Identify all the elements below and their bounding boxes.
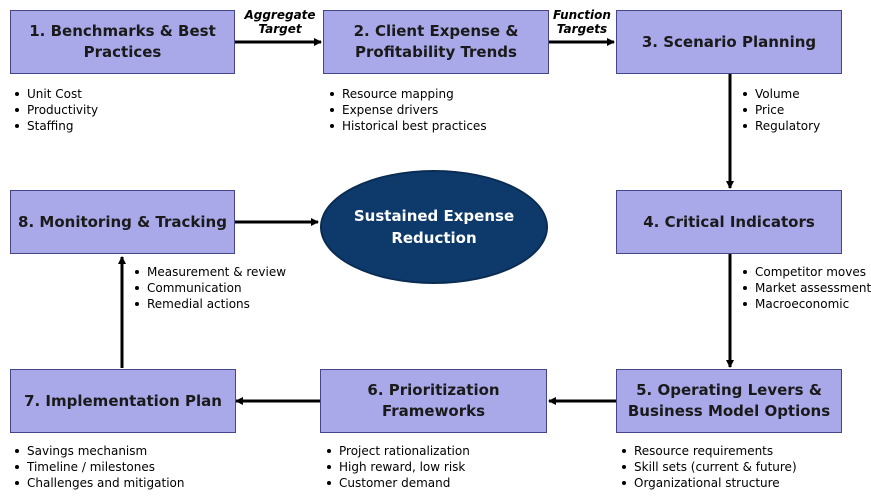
step-1-box: 1. Benchmarks & Best Practices	[10, 10, 235, 74]
step-4-box: 4. Critical Indicators	[616, 190, 842, 254]
list-item: Timeline / milestones	[13, 459, 184, 475]
list-item: Project rationalization	[325, 443, 470, 459]
step-3-bullets: Volume Price Regulatory	[741, 86, 820, 134]
center-goal-ellipse: Sustained Expense Reduction	[320, 170, 548, 284]
arrow-label-function-targets: Function Targets	[549, 8, 615, 36]
center-goal-label: Sustained Expense Reduction	[353, 207, 515, 247]
step-3-box: 3. Scenario Planning	[616, 10, 842, 74]
arrow-label-line2: Targets	[556, 22, 608, 36]
list-item: Staffing	[13, 118, 98, 134]
step-7-box: 7. Implementation Plan	[10, 369, 236, 433]
step-7-bullets: Savings mechanism Timeline / milestones …	[13, 443, 184, 491]
step-5-box: 5. Operating Levers & Business Model Opt…	[616, 369, 842, 433]
list-item: Skill sets (current & future)	[620, 459, 797, 475]
list-item: Price	[741, 102, 820, 118]
step-6-bullets: Project rationalization High reward, low…	[325, 443, 470, 491]
step-2-box: 2. Client Expense & Profitability Trends	[323, 10, 549, 74]
list-item: Historical best practices	[328, 118, 487, 134]
list-item: Savings mechanism	[13, 443, 184, 459]
arrow-label-aggregate-target: Aggregate Target	[241, 8, 319, 36]
list-item: Customer demand	[325, 475, 470, 491]
list-item: Macroeconomic	[741, 296, 871, 312]
arrow-label-line2: Target	[258, 22, 302, 36]
list-item: Market assessment	[741, 280, 871, 296]
list-item: Challenges and mitigation	[13, 475, 184, 491]
list-item: Communication	[133, 280, 286, 296]
step-4-bullets: Competitor moves Market assessment Macro…	[741, 264, 871, 312]
list-item: Regulatory	[741, 118, 820, 134]
step-8-bullets: Measurement & review Communication Remed…	[133, 264, 286, 312]
list-item: Unit Cost	[13, 86, 98, 102]
list-item: Remedial actions	[133, 296, 286, 312]
step-6-box: 6. Prioritization Frameworks	[320, 369, 547, 433]
list-item: Resource mapping	[328, 86, 487, 102]
list-item: High reward, low risk	[325, 459, 470, 475]
list-item: Productivity	[13, 102, 98, 118]
step-8-box: 8. Monitoring & Tracking	[10, 190, 235, 254]
list-item: Resource requirements	[620, 443, 797, 459]
list-item: Competitor moves	[741, 264, 871, 280]
arrow-label-line1: Function	[553, 8, 611, 22]
arrow-label-line1: Aggregate	[244, 8, 316, 22]
list-item: Measurement & review	[133, 264, 286, 280]
list-item: Expense drivers	[328, 102, 487, 118]
step-5-bullets: Resource requirements Skill sets (curren…	[620, 443, 797, 491]
step-1-bullets: Unit Cost Productivity Staffing	[13, 86, 98, 134]
list-item: Organizational structure	[620, 475, 797, 491]
step-2-bullets: Resource mapping Expense drivers Histori…	[328, 86, 487, 134]
list-item: Volume	[741, 86, 820, 102]
